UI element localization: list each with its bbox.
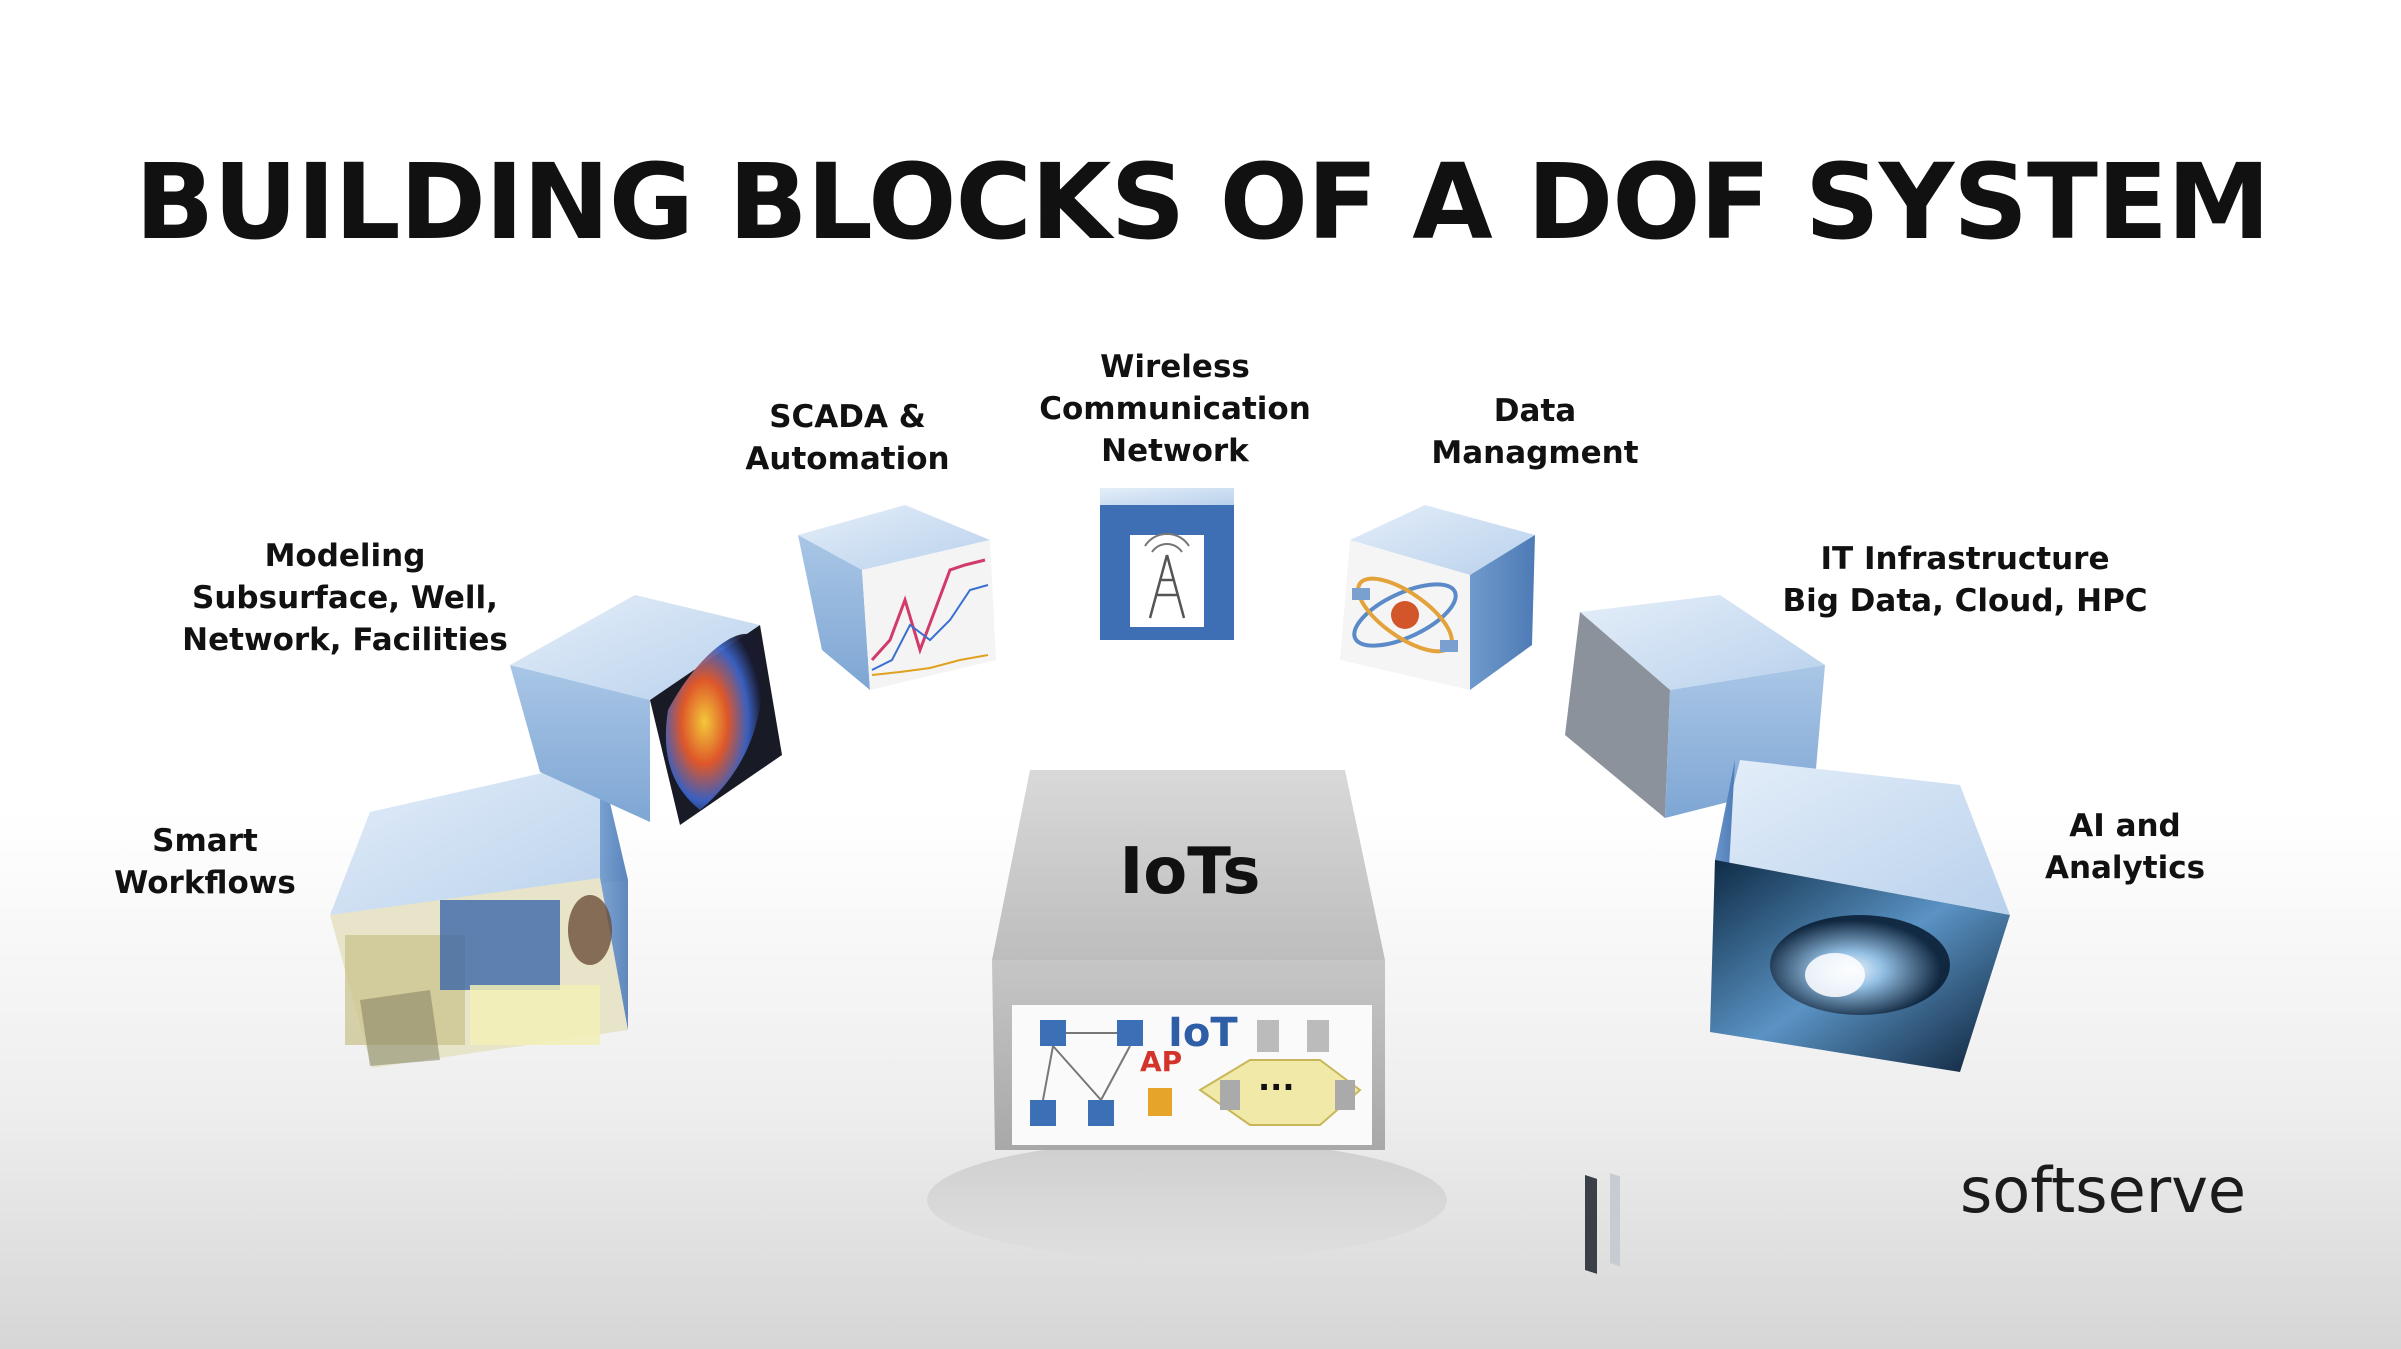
label-line: Communication xyxy=(1039,391,1311,427)
iot-image-ap: AP xyxy=(1140,1045,1183,1078)
cube-wireless xyxy=(1100,488,1234,640)
slide-title: BUILDING BLOCKS OF A DOF SYSTEM xyxy=(135,141,2271,263)
label-line: Workflows xyxy=(114,865,296,901)
label-line: IT Infrastructure xyxy=(1820,541,2110,577)
label-line: Modeling xyxy=(264,538,426,574)
label-line: AI and xyxy=(2069,808,2181,844)
iots-label: IoTs xyxy=(1119,835,1261,909)
label-it-infrastructure: IT Infrastructure Big Data, Cloud, HPC xyxy=(1780,538,2150,622)
label-ai-analytics: AI and Analytics xyxy=(2020,805,2230,889)
label-modeling: Modeling Subsurface, Well, Network, Faci… xyxy=(180,535,510,661)
label-scada: SCADA & Automation xyxy=(730,396,965,480)
iot-image-dots: ... xyxy=(1258,1060,1295,1098)
label-line: Network xyxy=(1101,433,1249,469)
cube-smart-workflows xyxy=(330,760,628,1068)
label-line: Data xyxy=(1493,393,1577,429)
cube-ai-analytics xyxy=(1710,760,2010,1072)
label-data-managment: Data Managment xyxy=(1410,390,1660,474)
cube-it-infrastructure xyxy=(1565,595,1825,1274)
label-line: Subsurface, Well, xyxy=(192,580,498,616)
logo-part-2: serve xyxy=(2075,1154,2247,1227)
label-line: SCADA & xyxy=(769,399,926,435)
label-line: Big Data, Cloud, HPC xyxy=(1782,583,2148,619)
cube-iots xyxy=(927,770,1447,1260)
softserve-logo: softserve xyxy=(1960,1160,2246,1222)
cube-modeling xyxy=(510,595,782,825)
label-line: Automation xyxy=(745,441,950,477)
label-line: Wireless xyxy=(1100,349,1250,385)
logo-part-1: soft xyxy=(1960,1154,2076,1227)
label-wireless: Wireless Communication Network xyxy=(1035,346,1315,472)
label-line: Analytics xyxy=(2044,850,2206,886)
cube-scada xyxy=(798,505,996,690)
label-line: Managment xyxy=(1431,435,1639,471)
label-line: Smart xyxy=(152,823,258,859)
iot-image-caption: IoT xyxy=(1168,1010,1238,1056)
label-line: Network, Facilities xyxy=(182,622,508,658)
label-smart-workflows: Smart Workflows xyxy=(100,820,310,904)
cube-data-managment xyxy=(1340,505,1535,690)
